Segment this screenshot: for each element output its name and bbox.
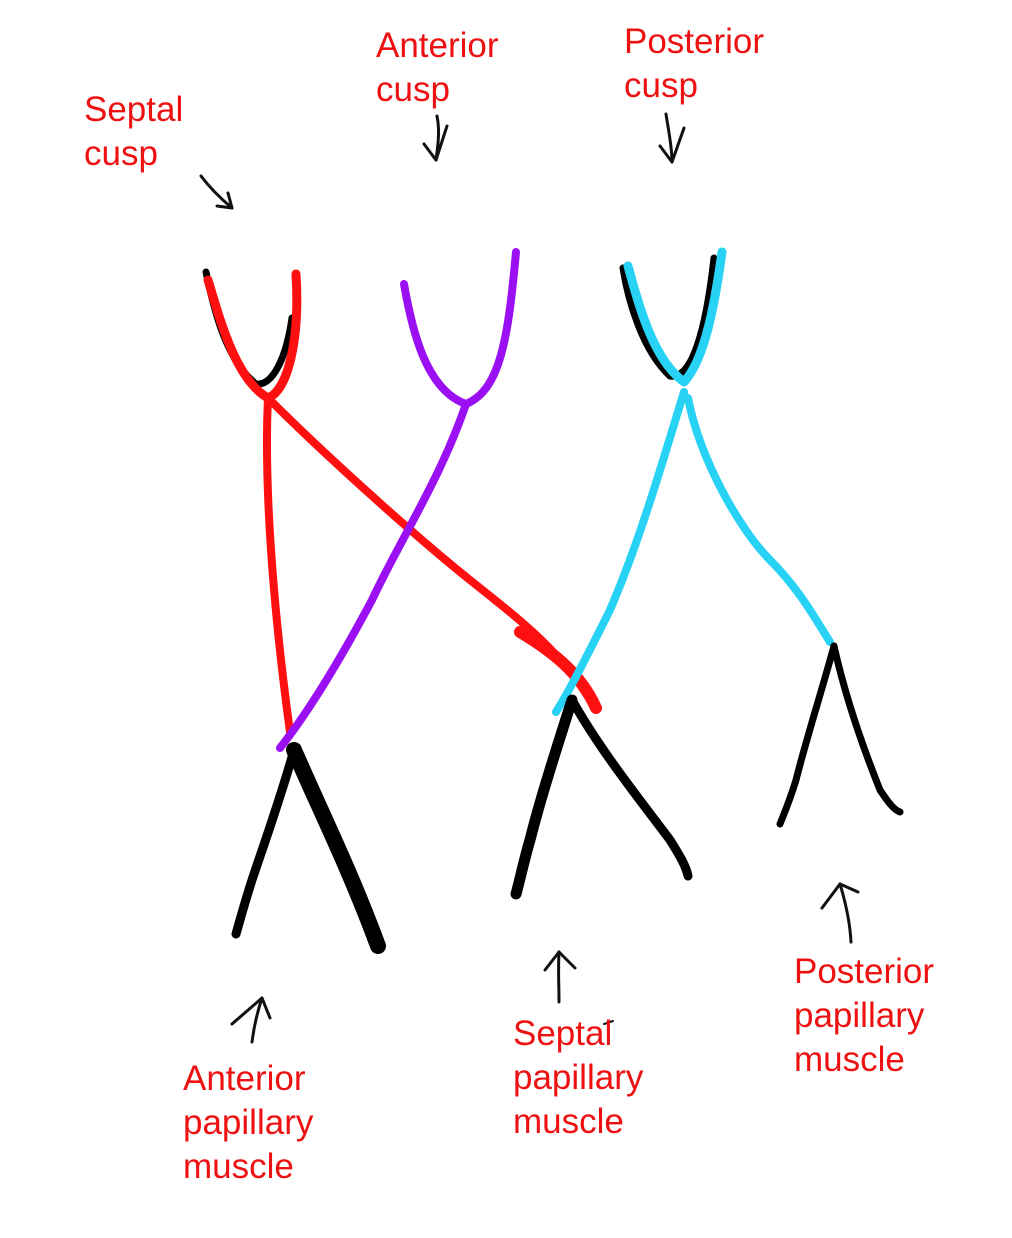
anterior-cusp-shape [400,248,520,408]
septal-cusp-label-line-2: cusp [84,134,158,173]
septal-chorda-to-septal-muscle [264,394,594,704]
septal-papillary-muscle-label-line-1: Septal [513,1014,613,1053]
anterior-cusp-group [276,248,520,752]
posterior-papillary-muscle-label-line-1: Posterior [794,952,935,991]
septal-cusp-label-line-1: Septal [84,90,184,129]
posterior-cusp-group [552,247,834,716]
anterior-cusp-label-line-1: Anterior [376,26,499,65]
posterior-cusp-shape [623,247,727,387]
septal-papillary-muscle-label-line-3: muscle [513,1102,624,1141]
posterior-cusp-label: Posterior cusp [624,20,764,108]
posterior-papillary-muscle-label-line-2: papillary [794,996,925,1035]
anterior-cusp-label-line-2: cusp [376,70,450,109]
septal-chorda-to-anterior-muscle [262,394,294,736]
posterior-cusp-label-line-2: cusp [624,66,698,105]
septal-chorda-end-blob [514,626,602,714]
posterior-cusp-arrow-icon [658,112,686,164]
posterior-chorda-to-septal-muscle [552,388,688,716]
anterior-papillary-muscle-arrow-icon [230,996,272,1044]
septal-papillary-muscle-label: Septal papillary muscle [513,1012,643,1144]
anterior-cusp-label: Anterior cusp [376,24,499,112]
posterior-papillary-muscle-arrow-icon [820,882,860,944]
septal-cusp-label: Septal cusp [84,88,183,176]
anterior-papillary-muscle-label-line-1: Anterior [183,1059,306,1098]
stray-mark [603,1020,614,1025]
anterior-papillary-muscle-shape [231,742,386,954]
anterior-papillary-muscle-label: Anterior papillary muscle [183,1057,313,1189]
posterior-cusp-outline [619,254,718,380]
anterior-chorda-to-anterior-muscle [276,400,470,752]
posterior-cusp-label-line-1: Posterior [624,22,765,61]
anterior-papillary-muscle-label-line-3: muscle [183,1147,294,1186]
septal-cusp-arrow-icon [199,174,234,210]
posterior-papillary-muscle-shape [776,642,904,828]
septal-cusp-shape [203,269,302,403]
anterior-papillary-muscle-label-line-2: papillary [183,1103,314,1142]
septal-cusp-group [203,269,602,736]
posterior-papillary-muscle-label: Posterior papillary muscle [794,950,934,1082]
septal-papillary-muscle-shape [510,694,693,900]
septal-papillary-muscle-label-line-2: papillary [513,1058,644,1097]
posterior-chorda-to-posterior-muscle [684,394,834,646]
septal-papillary-muscle-arrow-icon [543,950,577,1004]
posterior-papillary-muscle-label-line-3: muscle [794,1040,905,1079]
anterior-cusp-arrow-icon [422,114,449,162]
